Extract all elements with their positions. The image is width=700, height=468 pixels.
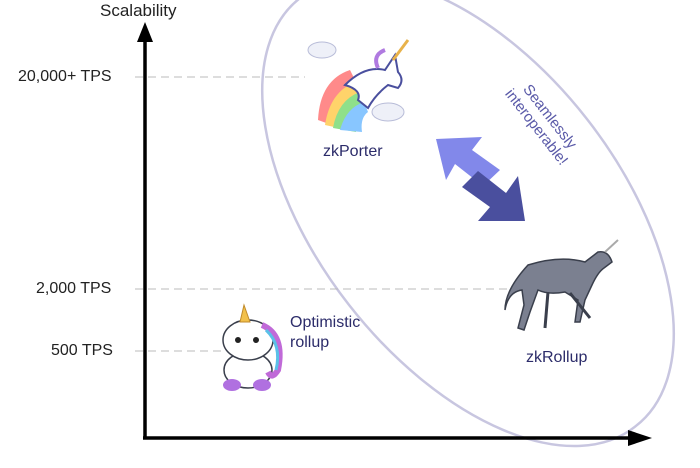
y-axis-arrowhead	[137, 22, 153, 42]
optimistic-unicorn-icon	[222, 303, 283, 391]
zkporter-label: zkPorter	[323, 143, 383, 160]
arrow-up-left-icon	[436, 137, 500, 186]
arrow-down-right-icon	[462, 171, 525, 221]
tick-label-2000: 2,000 TPS	[36, 280, 112, 297]
tick-label-500: 500 TPS	[51, 342, 113, 359]
x-axis-arrowhead	[628, 430, 652, 446]
zkrollup-robot-unicorn-icon	[504, 239, 619, 331]
optimistic-label-line1: Optimistic	[290, 314, 361, 331]
tick-label-20000: 20,000+ TPS	[18, 68, 112, 85]
zkrollup-label: zkRollup	[526, 349, 588, 366]
interop-ellipse	[261, 0, 675, 448]
zkporter-unicorn-icon	[307, 39, 410, 132]
optimistic-rollup-label: Optimistic rollup	[290, 313, 360, 353]
y-axis-title: Scalability	[100, 1, 177, 20]
optimistic-label-line2: rollup	[290, 334, 330, 351]
